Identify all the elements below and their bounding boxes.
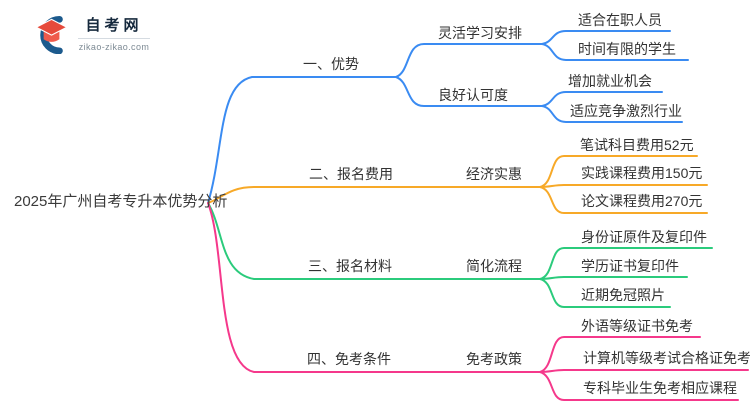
branch-1-label: 一、优势 <box>303 56 359 72</box>
branch-3-leaf-3-label: 近期免冠照片 <box>581 287 665 303</box>
branch-3-leaf-2-label: 学历证书复印件 <box>581 258 679 274</box>
branch-1-lines <box>207 30 689 204</box>
branch-4-leaf-3-label: 专科毕业生免考相应课程 <box>583 380 737 396</box>
branch-2-child-1-label: 经济实惠 <box>466 166 522 182</box>
branch-4-lines <box>207 202 749 401</box>
branch-4-child-1-label: 免考政策 <box>466 351 522 367</box>
branch-3-leaf-1-label: 身份证原件及复印件 <box>581 229 707 245</box>
branch-2-leaf-3-label: 论文课程费用270元 <box>581 193 703 209</box>
branch-2-label: 二、报名费用 <box>309 166 393 182</box>
branch-1-leaf-2-label: 时间有限的学生 <box>578 41 676 57</box>
logo-domain: zikao-zikao.com <box>78 42 150 52</box>
branch-3-lines <box>207 202 713 308</box>
central-topic: 2025年广州自考专升本优势分析 <box>14 193 228 210</box>
branch-1-leaf-3-label: 增加就业机会 <box>568 73 652 89</box>
branch-2-lines <box>207 155 708 214</box>
branch-1-leaf-1-label: 适合在职人员 <box>578 12 662 28</box>
branch-4-leaf-1-label: 外语等级证书免考 <box>581 318 693 334</box>
branch-1-child-2-label: 良好认可度 <box>438 87 508 103</box>
branch-3-label: 三、报名材料 <box>308 258 392 274</box>
site-logo: 自考网 zikao-zikao.com <box>30 12 150 54</box>
graduation-cap-icon <box>35 15 68 54</box>
branch-1-child-1-label: 灵活学习安排 <box>438 25 522 41</box>
branch-3-child-1-label: 简化流程 <box>466 258 522 274</box>
branch-4-label: 四、免考条件 <box>307 351 391 367</box>
branch-4-leaf-2-label: 计算机等级考试合格证免考 <box>583 350 750 366</box>
logo-title: 自考网 <box>85 17 143 34</box>
branch-2-leaf-1-label: 笔试科目费用52元 <box>580 137 694 153</box>
logo-divider <box>78 38 150 39</box>
branch-2-leaf-2-label: 实践课程费用150元 <box>581 165 703 181</box>
branch-1-leaf-4-label: 适应竞争激烈行业 <box>570 103 682 119</box>
